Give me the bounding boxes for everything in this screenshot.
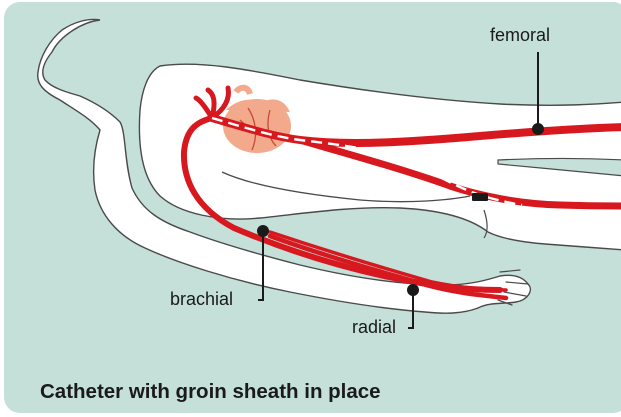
label-brachial: brachial [170,290,233,308]
radial-dot [408,285,418,295]
brachial-dot [258,226,268,236]
label-femoral: femoral [490,26,550,44]
groin-sheath [472,193,488,201]
label-radial: radial [352,318,396,336]
femoral-dot [533,124,543,134]
diagram-caption: Catheter with groin sheath in place [40,382,381,403]
